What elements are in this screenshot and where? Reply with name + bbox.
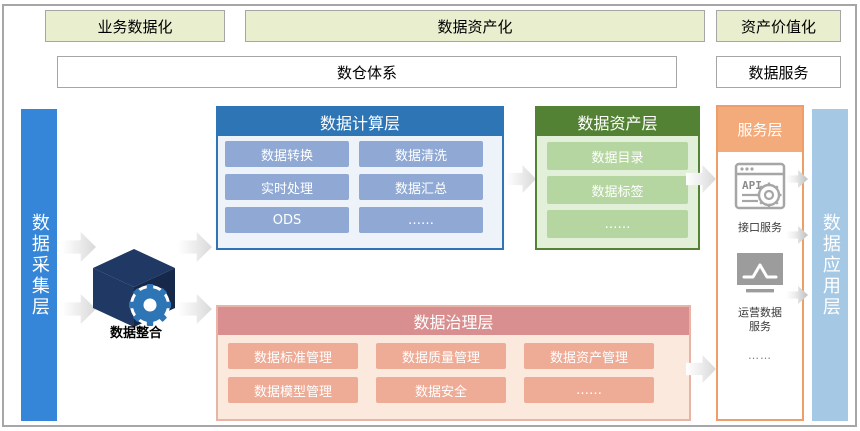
cell-ods[interactable]: ODS <box>225 207 349 233</box>
cell-data-security[interactable]: 数据安全 <box>376 377 506 403</box>
svg-text:API: API <box>742 179 762 192</box>
subbanner-label: 数仓体系 <box>336 63 397 82</box>
cell-data-asset-mgmt[interactable]: 数据资产管理 <box>524 343 654 369</box>
service-more: …… <box>748 349 772 363</box>
subbanner-warehouse-system: 数仓体系 <box>57 56 677 88</box>
cell-compute-more[interactable]: …… <box>359 207 483 233</box>
vertical-bar-label: 数据应用层 <box>819 212 841 318</box>
banner-label: 业务数据化 <box>97 17 173 36</box>
cell-data-catalog[interactable]: 数据目录 <box>547 142 688 170</box>
cell-data-tag[interactable]: 数据标签 <box>547 176 688 204</box>
banner-business-datafication: 业务数据化 <box>45 10 225 42</box>
panel-title-service-layer: 服务层 <box>718 107 802 152</box>
vertical-bar-data-collection-layer: 数据采集层 <box>21 109 57 421</box>
vertical-bar-label: 数据采集层 <box>28 212 50 318</box>
panel-service-layer: 服务层 API <box>716 105 804 421</box>
service-item-label-api: 接口服务 <box>738 221 782 234</box>
banner-label: 资产价值化 <box>740 17 816 36</box>
service-item-label-ops: 运营数据 服务 <box>738 305 782 333</box>
panel-title-data-governance-layer: 数据治理层 <box>218 307 689 335</box>
panel-title-data-compute-layer: 数据计算层 <box>218 108 502 136</box>
panel-body-data-compute-layer: 数据转换 数据清洗 实时处理 数据汇总 ODS …… <box>218 136 502 250</box>
banner-label: 数据资产化 <box>437 17 513 36</box>
api-window-gear-icon: API <box>734 162 786 214</box>
panel-body-data-asset-layer: 数据目录 数据标签 …… <box>537 136 698 250</box>
banner-asset-valuation: 资产价值化 <box>716 10 841 42</box>
subbanner-label: 数据服务 <box>748 63 809 82</box>
integration-label-text: 数据整合 <box>109 326 162 341</box>
subbanner-data-service: 数据服务 <box>716 56 841 88</box>
panel-data-asset-layer: 数据资产层 数据目录 数据标签 …… <box>535 106 700 250</box>
banner-data-assetization: 数据资产化 <box>245 10 705 42</box>
panel-data-governance-layer: 数据治理层 数据标准管理 数据质量管理 数据资产管理 数据模型管理 数据安全 …… <box>216 305 691 421</box>
panel-body-service-layer: API <box>718 152 802 362</box>
cell-realtime-processing[interactable]: 实时处理 <box>225 174 349 200</box>
cell-data-aggregation[interactable]: 数据汇总 <box>359 174 483 200</box>
panel-body-data-governance-layer: 数据标准管理 数据质量管理 数据资产管理 数据模型管理 数据安全 …… <box>218 335 689 419</box>
cube-gear-icon <box>92 245 178 333</box>
monitor-chart-icon <box>735 251 785 299</box>
cell-governance-more[interactable]: …… <box>524 377 654 403</box>
integration-label: 数据整合 <box>78 322 194 341</box>
panel-data-compute-layer: 数据计算层 数据转换 数据清洗 实时处理 数据汇总 ODS …… <box>216 106 504 250</box>
vertical-bar-data-application-layer: 数据应用层 <box>812 109 848 421</box>
cell-asset-more[interactable]: …… <box>547 210 688 238</box>
cell-data-standard-mgmt[interactable]: 数据标准管理 <box>228 343 358 369</box>
cell-data-cleansing[interactable]: 数据清洗 <box>359 141 483 167</box>
diagram-outer-frame <box>2 4 857 427</box>
cell-data-transform[interactable]: 数据转换 <box>225 141 349 167</box>
cell-data-quality-mgmt[interactable]: 数据质量管理 <box>376 343 506 369</box>
cell-data-model-mgmt[interactable]: 数据模型管理 <box>228 377 358 403</box>
panel-title-data-asset-layer: 数据资产层 <box>537 108 698 136</box>
